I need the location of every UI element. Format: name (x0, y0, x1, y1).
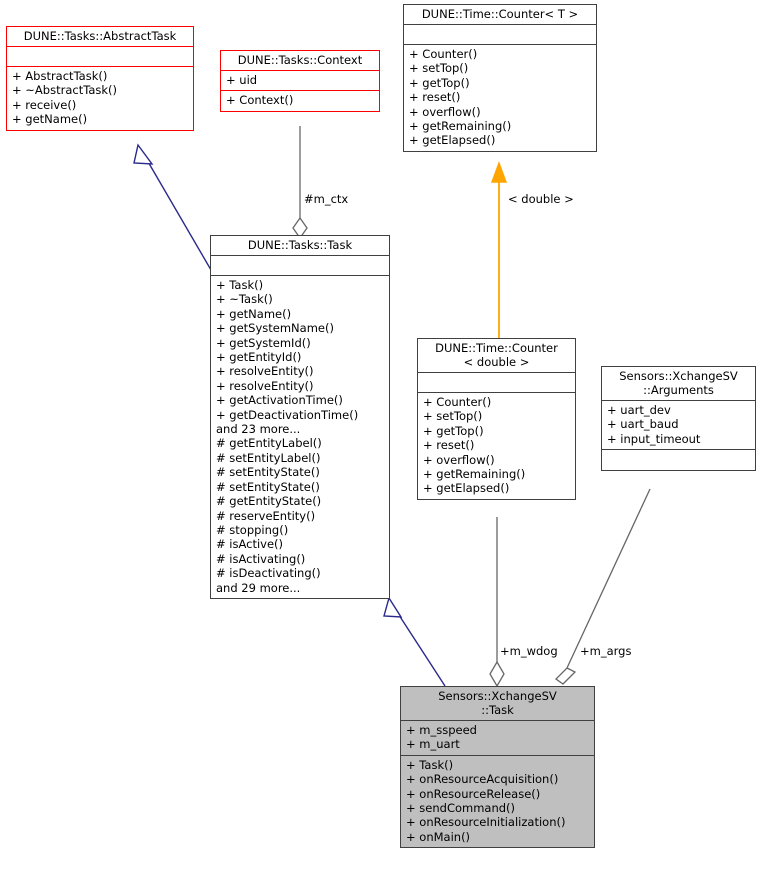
member-row: + reset() (423, 438, 475, 453)
member-row: # stopping() (216, 522, 289, 537)
member-row: + AbstractTask() (12, 69, 108, 83)
member-row: # isDeactivating() (216, 566, 321, 581)
member-row: + getRemaining() (423, 467, 526, 482)
class-attributes-context: + uid (221, 71, 379, 92)
inheritance-edge-xchangesvtask-to-task (383, 596, 446, 687)
class-title-abstract-task: DUNE::Tasks::AbstractTask (7, 27, 193, 47)
member-row: + getTop() (409, 75, 470, 90)
aggregation-edge-context-to-task (292, 126, 308, 240)
class-box-context[interactable]: DUNE::Tasks::Context + uid + Context() (220, 50, 380, 112)
member-row: # isActivating() (216, 551, 306, 566)
class-title-line-2: ::Task (481, 703, 514, 717)
member-row: + uid (226, 73, 258, 87)
template-edge-counterdouble-to-countert (490, 160, 508, 338)
member-row: + getName() (216, 306, 292, 321)
class-box-counter-double[interactable]: DUNE::Time::Counter < double > + Counter… (417, 338, 576, 500)
class-attributes-xchangesv-task: + m_sspeed + m_uart (401, 721, 594, 756)
class-box-xchangesv-task[interactable]: Sensors::XchangeSV ::Task + m_sspeed + m… (400, 686, 595, 849)
member-row: # setEntityState() (216, 465, 320, 480)
class-title-line-2: ::Arguments (643, 383, 714, 397)
member-row: + overflow() (423, 452, 495, 467)
member-row: + setTop() (423, 409, 483, 424)
member-row: # setEntityLabel() (216, 450, 321, 465)
class-title-tasks-task: DUNE::Tasks::Task (211, 236, 389, 256)
member-row: + Task() (406, 757, 454, 772)
member-row: + Context() (226, 93, 294, 108)
class-title-xchangesv-arguments: Sensors::XchangeSV ::Arguments (602, 367, 755, 401)
class-operations-context: + Context() (221, 91, 379, 110)
edge-label-template-double: < double > (508, 192, 574, 206)
class-box-tasks-task[interactable]: DUNE::Tasks::Task + Task() + ~Task() + g… (210, 235, 390, 599)
member-row: + reset() (409, 90, 461, 105)
member-row: # setEntityState() (216, 479, 320, 494)
member-row: + getElapsed() (423, 481, 510, 496)
class-attributes-tasks-task (211, 256, 389, 276)
class-attributes-xchangesv-arguments: + uart_dev + uart_baud + input_timeout (602, 401, 755, 451)
class-box-xchangesv-arguments[interactable]: Sensors::XchangeSV ::Arguments + uart_de… (601, 366, 756, 472)
member-row: + uart_dev (607, 403, 671, 417)
edge-label-m-args: +m_args (580, 644, 632, 658)
member-row: + uart_baud (607, 417, 679, 432)
edge-label-m-ctx: #m_ctx (304, 192, 349, 206)
class-operations-abstract-task: + AbstractTask() + ~AbstractTask() + rec… (7, 67, 193, 130)
class-box-abstract-task[interactable]: DUNE::Tasks::AbstractTask + AbstractTask… (6, 26, 194, 131)
member-row: + ~Task() (216, 292, 273, 307)
class-box-counter-template[interactable]: DUNE::Time::Counter< T > + Counter() + s… (403, 4, 597, 152)
edge-label-m-wdog: +m_wdog (500, 644, 558, 658)
member-row: + ~AbstractTask() (12, 83, 117, 98)
member-row: + getEntityId() (216, 350, 302, 365)
member-row: + resolveEntity() (216, 378, 314, 393)
class-operations-xchangesv-arguments (602, 450, 755, 470)
class-operations-xchangesv-task: + Task() + onResourceAcquisition() + onR… (401, 756, 594, 847)
member-row: + getName() (12, 112, 88, 127)
member-row: + getRemaining() (409, 119, 512, 134)
member-row: + getSystemId() (216, 335, 311, 350)
class-operations-tasks-task: + Task() + ~Task() + getName() + getSyst… (211, 276, 389, 598)
member-row: + getElapsed() (409, 133, 496, 148)
member-row: # isActive() (216, 537, 284, 552)
member-row: + Task() (216, 278, 264, 292)
member-row: + getSystemName() (216, 321, 334, 336)
inheritance-edge-task-to-abstracttask (133, 143, 219, 283)
member-row: + overflow() (409, 104, 481, 119)
class-title-line-1: Sensors::XchangeSV (438, 689, 557, 703)
member-row: + getDeactivationTime() (216, 407, 359, 422)
member-row: + receive() (12, 97, 77, 112)
member-row: + Counter() (409, 47, 478, 61)
class-title-xchangesv-task: Sensors::XchangeSV ::Task (401, 687, 594, 721)
member-row: + onResourceAcquisition() (406, 772, 559, 787)
member-row: # reserveEntity() (216, 508, 316, 523)
class-title-line-1: Sensors::XchangeSV (619, 369, 738, 383)
member-row: # getEntityLabel() (216, 436, 322, 451)
class-title-line-1: DUNE::Time::Counter (435, 341, 558, 355)
member-row: + getTop() (423, 423, 484, 438)
member-row: + m_uart (406, 737, 460, 752)
member-row: # getEntityState() (216, 494, 322, 509)
member-row: + onResourceRelease() (406, 786, 541, 801)
member-row: + setTop() (409, 61, 469, 76)
class-operations-counter-template: + Counter() + setTop() + getTop() + rese… (404, 45, 596, 151)
member-row: + getActivationTime() (216, 393, 343, 408)
class-attributes-abstract-task (7, 47, 193, 67)
member-row: + onMain() (406, 829, 471, 844)
member-row: + sendCommand() (406, 801, 516, 816)
member-row: and 29 more... (216, 580, 301, 595)
member-row: + resolveEntity() (216, 364, 314, 379)
class-title-line-2: < double > (463, 355, 530, 369)
class-operations-counter-double: + Counter() + setTop() + getTop() + rese… (418, 393, 575, 499)
member-row: + input_timeout (607, 431, 701, 446)
class-title-counter-double: DUNE::Time::Counter < double > (418, 339, 575, 373)
class-title-counter-template: DUNE::Time::Counter< T > (404, 5, 596, 25)
member-row: + onResourceInitialization() (406, 815, 566, 830)
member-row: and 23 more... (216, 422, 301, 437)
class-attributes-counter-double (418, 373, 575, 393)
class-attributes-counter-template (404, 25, 596, 45)
member-row: + m_sspeed (406, 723, 477, 737)
aggregation-edge-counter-to-xchangesvtask (489, 517, 505, 688)
class-title-context: DUNE::Tasks::Context (221, 51, 379, 71)
member-row: + Counter() (423, 395, 492, 409)
